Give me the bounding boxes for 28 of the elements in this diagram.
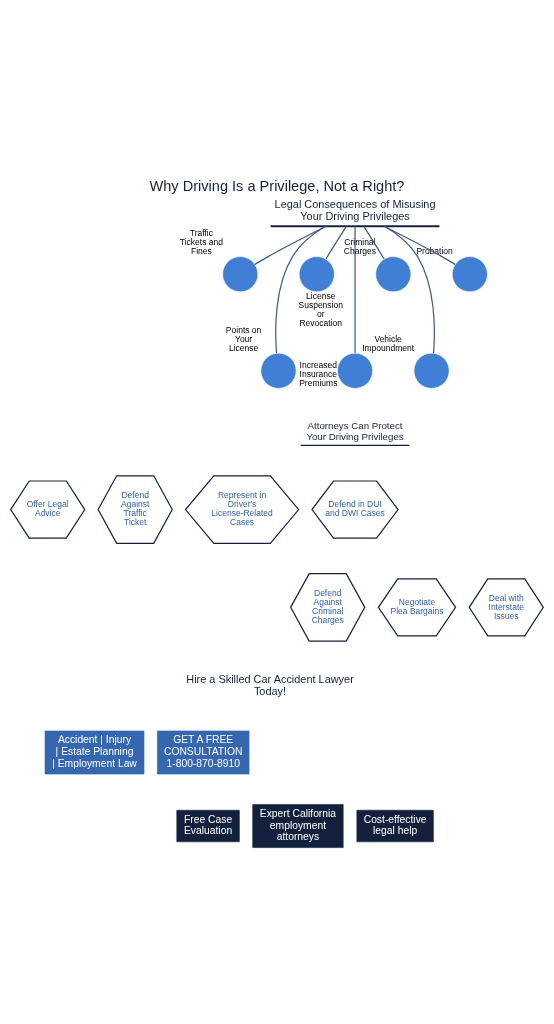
node-label: License Suspension or Revocation xyxy=(298,290,343,328)
label: Expert California employment attorneys xyxy=(259,807,337,843)
connector xyxy=(325,225,347,260)
node-label: Criminal Charges xyxy=(343,237,376,257)
node-circle xyxy=(451,256,488,293)
label: GET A FREE CONSULTATION 1-800-870-8910 xyxy=(163,734,243,769)
node-label: Increased Insurance Premiums xyxy=(299,359,338,389)
node-label: Vehicle Impoundment xyxy=(362,333,415,353)
connector xyxy=(354,225,356,354)
node-circle xyxy=(413,352,450,389)
node-label: Points on Your License xyxy=(225,324,262,353)
label: Attorneys Can Protect Your Driving Privileges xyxy=(306,419,404,442)
node-circle xyxy=(375,256,412,293)
label: Accident | Injury | Estate Planning | Employment Law xyxy=(52,734,137,769)
label: Cost-effective legal help xyxy=(363,813,427,837)
node-circle xyxy=(222,256,259,293)
connector xyxy=(254,225,327,265)
diagram-title: Why Driving Is a Privilege, Not a Right? xyxy=(149,177,405,194)
node-circle xyxy=(337,352,373,389)
node-text: Legal Consequences of Misusing Your Driving Privileges xyxy=(274,198,436,223)
connector xyxy=(275,225,326,354)
connector xyxy=(363,225,385,260)
node-circle xyxy=(298,256,335,293)
label: Hire a Skilled Car Accident Lawyer Today! xyxy=(186,672,354,697)
label: Free Case Evaluation xyxy=(183,813,233,837)
node-circle xyxy=(260,352,297,389)
node-label: Traffic Tickets and Fines xyxy=(179,228,223,257)
connector xyxy=(383,225,456,265)
